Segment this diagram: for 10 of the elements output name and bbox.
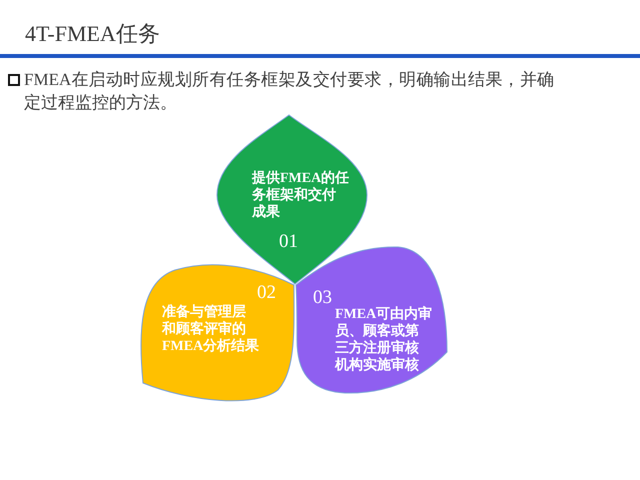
slide-title: 4T-FMEA任务 bbox=[25, 20, 160, 48]
description-text: FMEA可由内审员、顾客或第三方注册审核机构实施审核 bbox=[335, 306, 433, 374]
description-text: 提供FMEA的任务框架和交付成果 bbox=[252, 170, 350, 221]
description-text: 准备与管理层和顾客评审的FMEA分析结果 bbox=[162, 304, 260, 355]
leaf-shape bbox=[295, 245, 450, 396]
intro-paragraph: FMEA在启动时应规划所有任务框架及交付要求，明确输出结果，并确定过程监控的方法。 bbox=[24, 69, 554, 114]
step-number: 01 bbox=[279, 232, 298, 251]
step-number: 03 bbox=[313, 288, 332, 307]
leaf-shape bbox=[215, 113, 369, 286]
step-number: 02 bbox=[257, 283, 276, 302]
